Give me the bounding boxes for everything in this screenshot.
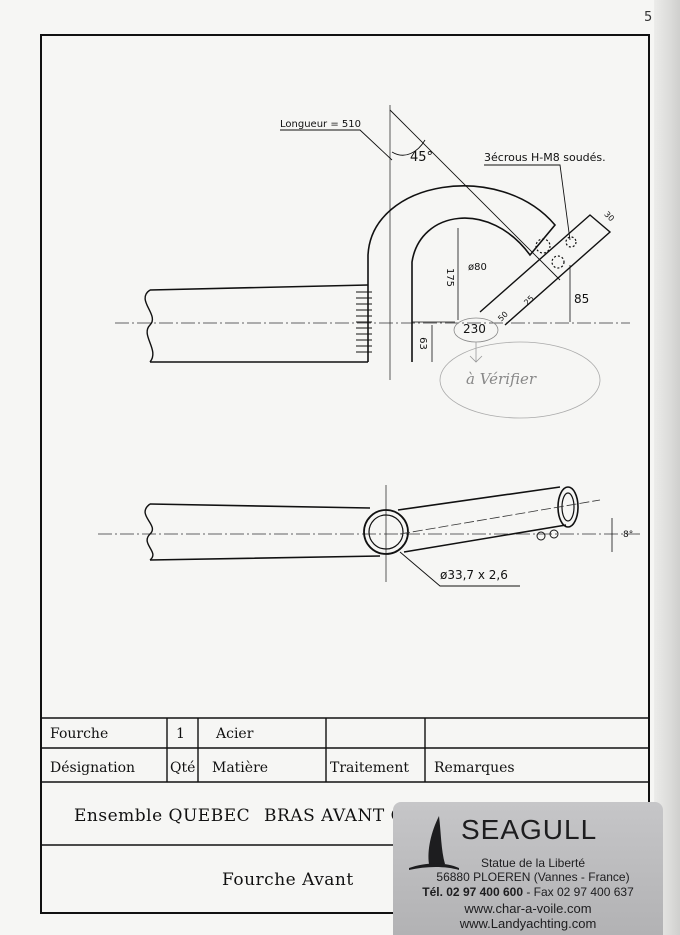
- angle-arc: [391, 139, 426, 156]
- angled-axis: [399, 499, 601, 535]
- tube-spec-label: ø33,7 x 2,6: [440, 568, 508, 582]
- header-remarks: Remarques: [434, 760, 515, 776]
- radius-label: ø80: [468, 262, 487, 273]
- plastic-sleeve-edge: [654, 0, 680, 935]
- height-85-label: 85: [574, 292, 590, 306]
- width-230-label: 230: [463, 322, 486, 336]
- nut-2: [551, 255, 565, 269]
- card-line2: 56880 PLOEREN (Vannes - France): [436, 870, 630, 884]
- seagull-card: SEAGULL Statue de la Liberté 56880 PLOER…: [393, 802, 663, 935]
- length-leader: [280, 129, 393, 161]
- height-63-label: 63: [416, 337, 428, 350]
- tube-break: [144, 289, 154, 363]
- nut-1: [535, 238, 551, 254]
- drawing-frame: [40, 34, 650, 914]
- length-note: Longueur = 510: [280, 119, 361, 130]
- header-treatment: Traitement: [330, 760, 409, 776]
- card-web1: www.char-a-voile.com: [464, 901, 592, 916]
- tube-end-inner: [561, 492, 575, 522]
- side-nut-1: [536, 531, 546, 541]
- row1-material: Acier: [216, 726, 254, 742]
- header-material: Matière: [212, 760, 269, 776]
- row1-designation: Fourche: [50, 726, 109, 742]
- assembly-left: Ensemble QUEBEC: [74, 806, 251, 826]
- side-angled-tube: [397, 486, 567, 553]
- side-tube-break: [144, 503, 154, 561]
- brand-name: SEAGULL: [461, 814, 598, 845]
- bent-tube: [367, 185, 557, 362]
- pencil-arrow: [469, 342, 483, 363]
- angle-line: [389, 109, 561, 281]
- assembly-right: BRAS AVANT C: [264, 806, 405, 826]
- card-line1: Statue de la Liberté: [480, 856, 586, 870]
- nut-plate: [479, 214, 612, 326]
- nuts-leader: [484, 164, 571, 241]
- tube-section-outer: [363, 509, 409, 555]
- card-phone-line: Tél. 02 97 400 600 - Fax 02 97 400 637: [393, 885, 663, 899]
- nuts-note: 3écrous H-M8 soudés.: [484, 151, 606, 164]
- angle-label: 45°: [410, 150, 434, 165]
- tube-section-inner: [368, 514, 404, 550]
- sail-logo-icon: [409, 816, 459, 870]
- header-qty: Qté: [170, 760, 196, 776]
- row1-qty: 1: [176, 726, 185, 742]
- page-number: 5: [644, 10, 653, 25]
- weld-hatch: [356, 291, 372, 353]
- pencil-ellipse: [439, 341, 601, 419]
- pencil-note: à Vérifier: [466, 370, 537, 388]
- straight-tube: [149, 284, 369, 363]
- card-phone: Tél. 02 97 400 600: [422, 885, 523, 899]
- side-straight-tube: [149, 503, 381, 561]
- side-nut-2: [549, 529, 559, 539]
- height-175-label: 175: [444, 267, 456, 288]
- angle-8-label: 8°: [623, 530, 634, 540]
- header-designation: Désignation: [50, 760, 136, 776]
- nut-3: [565, 236, 577, 248]
- tube-spec-leader: [399, 551, 520, 587]
- part-name: Fourche Avant: [222, 870, 354, 890]
- card-fax: - Fax 02 97 400 637: [523, 885, 634, 899]
- card-web2: www.Landyachting.com: [459, 916, 597, 931]
